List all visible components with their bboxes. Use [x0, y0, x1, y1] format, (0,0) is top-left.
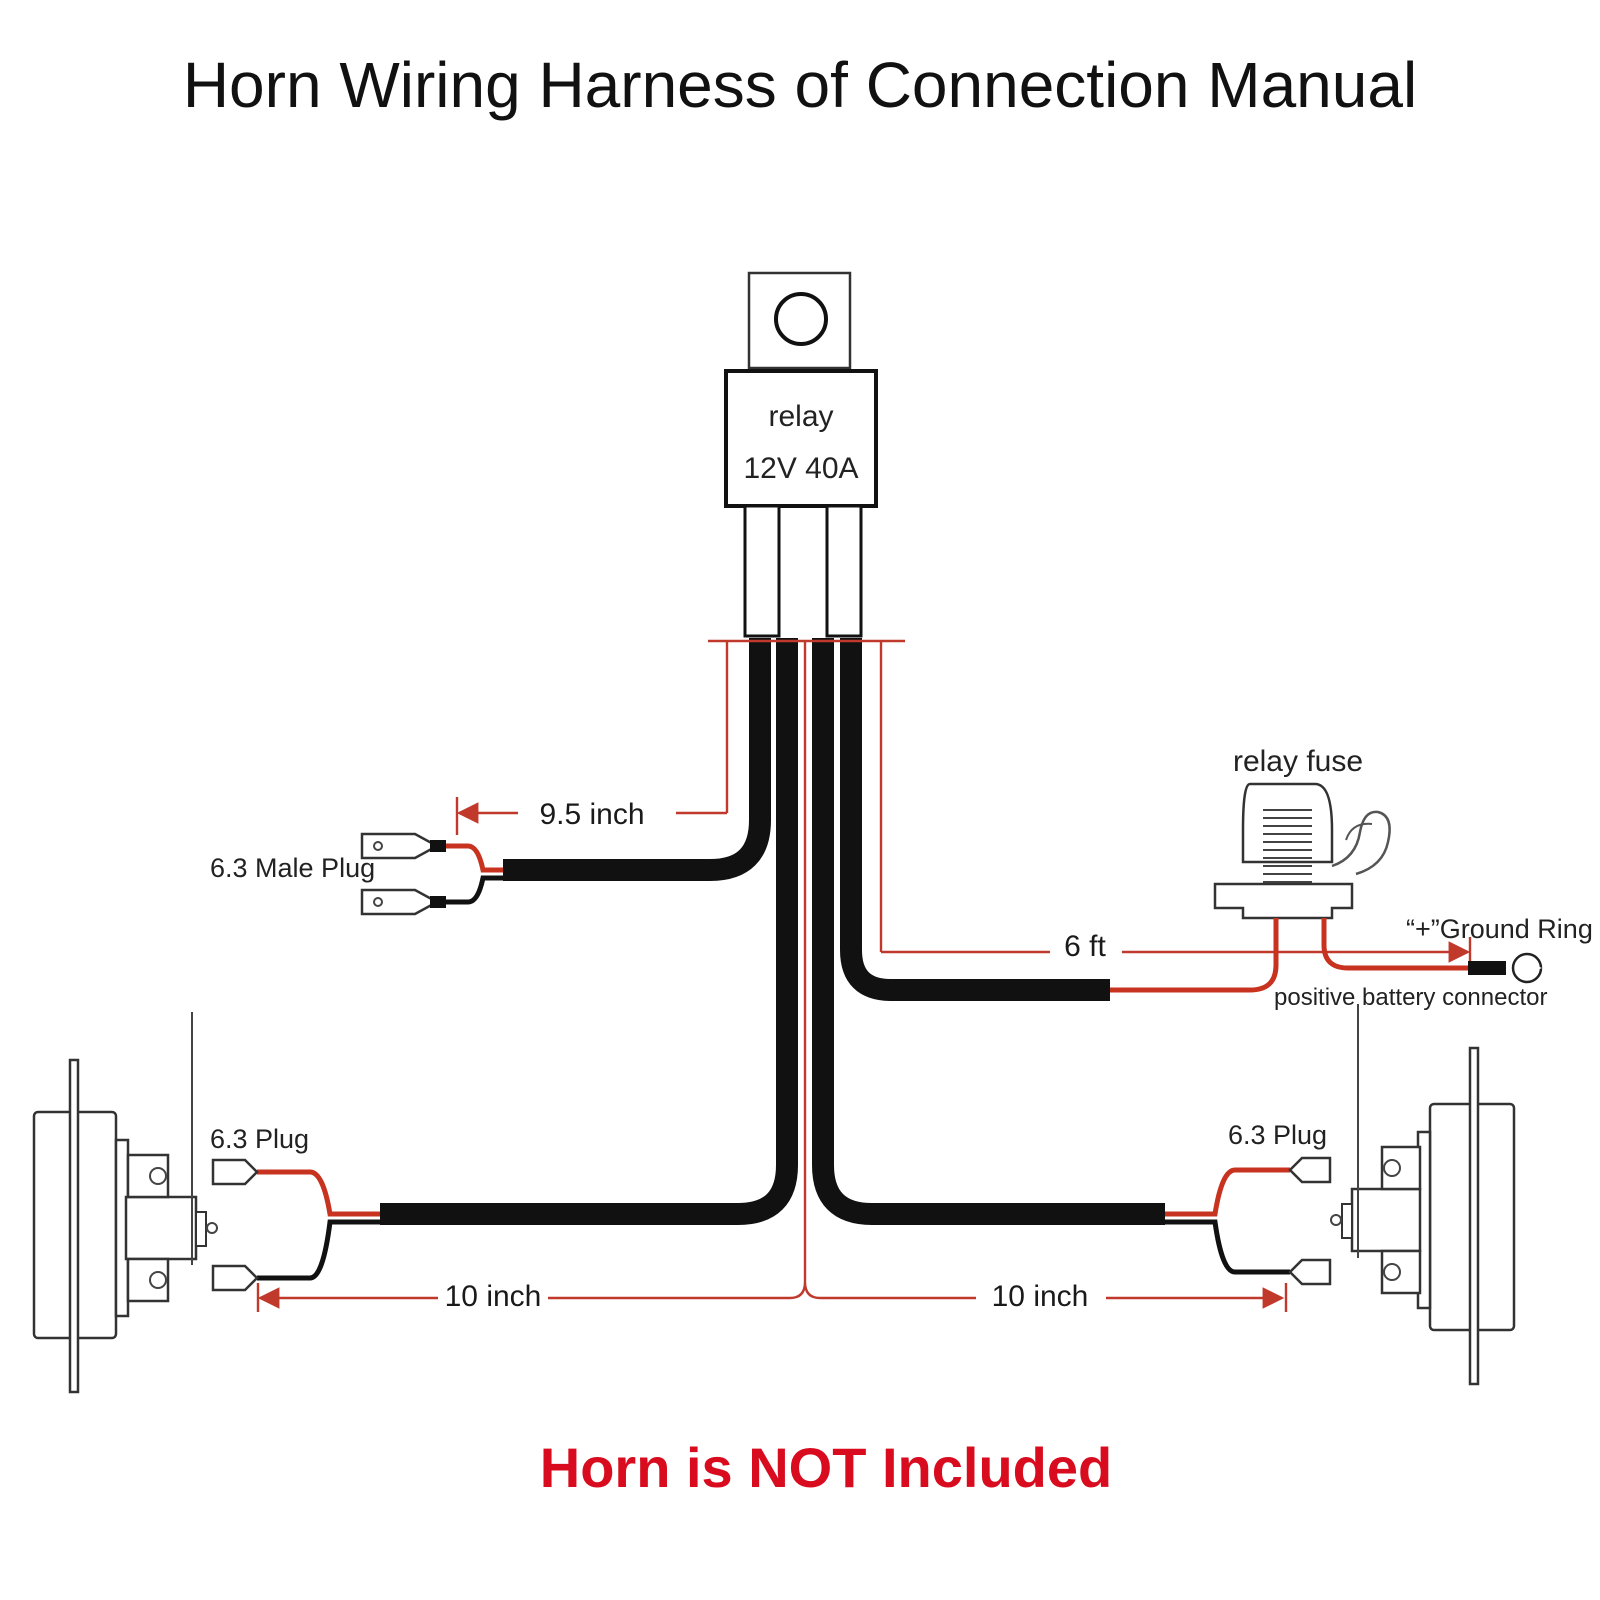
ground-ring-connector: “+”Ground Ring positive battery connecto…: [1274, 914, 1593, 1011]
relay-fuse: relay fuse: [1110, 745, 1468, 993]
left-plug-terminal: [211, 1264, 259, 1292]
dim-left-horn-lead: 10 inch: [445, 1280, 542, 1313]
relay: relay 12V 40A: [724, 271, 878, 638]
right-plug-terminal: [1288, 1258, 1332, 1286]
left-horn-cable: [380, 638, 798, 1225]
fuse-body: [1213, 882, 1354, 920]
right-horn-connectors: [1165, 1156, 1332, 1286]
male-plug-cable: [503, 638, 771, 881]
right-plug-terminal: [1288, 1156, 1332, 1184]
dimension-lines: 9.5 inch 6 ft 10 inch 10 inch: [256, 639, 1472, 1313]
right-horn-cable: [812, 638, 1165, 1225]
dim-male-plug-lead: 9.5 inch: [539, 798, 644, 831]
relay-rating: 12V 40A: [743, 452, 858, 485]
right-horn: 6.3 Plug: [1228, 1004, 1516, 1386]
left-horn: 6.3 Plug: [32, 1012, 309, 1394]
relay-pin: [743, 504, 781, 638]
battery-connector-label: positive battery connector: [1274, 984, 1547, 1011]
male-plug-terminal: [360, 888, 446, 916]
right-plug-label: 6.3 Plug: [1228, 1120, 1327, 1150]
left-horn-connectors: [211, 1158, 380, 1292]
fuse-strap: [1331, 810, 1391, 876]
ground-ring-label: “+”Ground Ring: [1406, 914, 1593, 944]
male-plug-connectors: 6.3 Male Plug: [210, 832, 503, 916]
dim-fuse-lead: 6 ft: [1064, 930, 1106, 963]
relay-tab: [747, 271, 852, 370]
harness-cables: [380, 638, 1165, 1225]
relay-pin: [825, 504, 863, 638]
diagram-title: Horn Wiring Harness of Connection Manual: [183, 49, 1417, 121]
fuse-label: relay fuse: [1233, 745, 1363, 778]
relay-mount-hole: [774, 292, 828, 346]
male-plug-label: 6.3 Male Plug: [210, 853, 375, 883]
relay-label: relay: [768, 400, 833, 433]
dim-right-horn-lead: 10 inch: [992, 1280, 1089, 1313]
male-plug-terminal: [360, 832, 446, 860]
left-plug-label: 6.3 Plug: [210, 1124, 309, 1154]
relay-body: [724, 369, 878, 508]
left-plug-terminal: [211, 1158, 259, 1186]
not-included-notice: Horn is NOT Included: [540, 1436, 1112, 1499]
fuse-cable: [840, 638, 1110, 1001]
